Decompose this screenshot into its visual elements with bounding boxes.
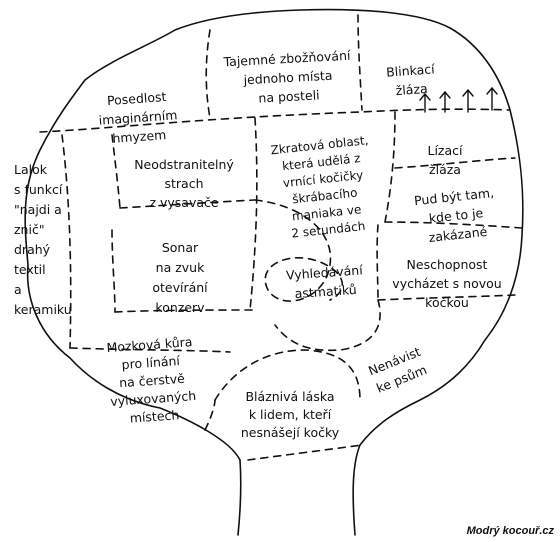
- divider-vacuum-right: [111, 134, 121, 209]
- region-cat-get-along: Neschopnost vycházet s novou kočkou: [384, 236, 510, 331]
- arrow-up-1: [419, 92, 431, 113]
- region-vacuum-fear: Neodstranitelný strach z vysavače: [114, 136, 254, 231]
- region-label: Blinkací žláza: [385, 61, 436, 99]
- region-label: Bláznivá láska k lidem, kteří nesnášejí …: [240, 389, 340, 440]
- region-lick-gland: Lízací žláza: [400, 122, 490, 198]
- divider-love-top: [214, 349, 361, 401]
- divider-forbidden-bottom: [384, 221, 523, 229]
- divider-top-vertical-left: [205, 29, 211, 119]
- region-label: Mozková kůra pro línání na čerstvě vylux…: [106, 334, 197, 426]
- brain-stem: [237, 459, 242, 536]
- region-label: Neschopnost vycházet s novou kočkou: [392, 257, 502, 310]
- region-can-sonar: Sonar na zvuk otevírání konzerv: [120, 218, 240, 338]
- divider-cat-bottom: [377, 294, 516, 301]
- spiral-tail: [274, 299, 381, 352]
- region-label: Lalok s funkcí "najdi a znič" drahý text…: [14, 162, 72, 317]
- region-lobe-yarn: Lalok s funkcí "najdi a znič" drahý text…: [14, 140, 80, 340]
- divider-cat-left: [376, 224, 379, 301]
- brain-outline: [24, 8, 524, 536]
- region-label: Zkratová oblast, která udělá z vrnící ko…: [269, 133, 370, 241]
- divider-vacuum-bottom: [119, 199, 256, 209]
- divider-top-vertical-right: [357, 14, 363, 111]
- region-blink-gland: Blinkací žláza: [363, 39, 458, 121]
- region-shedding-cortex: Mozková kůra pro línání na čerstvě vylux…: [78, 313, 226, 448]
- divider-love-bottom: [247, 444, 363, 461]
- region-crazy-love: Bláznivá láska k lidem, kteří nesnášejí …: [230, 370, 350, 460]
- divider-purr-right: [384, 111, 396, 223]
- divider-left-column: [61, 134, 72, 349]
- arrow-up-2: [439, 90, 451, 113]
- divider-cortex-bottom: [69, 347, 231, 353]
- arrow-up-4: [486, 86, 498, 111]
- divider-love-left: [204, 399, 216, 431]
- region-asthmatic-search: Vyhledávání astmatiků: [267, 240, 382, 323]
- credit-text: Modrý kocouř.cz: [466, 525, 554, 537]
- divider-row1: [39, 108, 511, 133]
- region-label: Lízací žláza: [427, 143, 463, 177]
- region-purr-area: Zkratová oblast, která udělá z vrnící ko…: [247, 113, 400, 263]
- region-label: Vyhledávání astmatiků: [285, 262, 364, 302]
- divider-sonar-left: [111, 229, 116, 313]
- region-label: Tajemné zbožňování jednoho místa na post…: [223, 47, 351, 106]
- divider-sonar-bottom: [114, 309, 256, 313]
- arrow-up-3: [462, 88, 474, 113]
- divider-purr-left: [249, 117, 258, 311]
- divider-lick-bottom: [394, 157, 516, 169]
- spiral: [254, 199, 344, 302]
- region-secret-worship: Tajemné zbožňování jednoho místa na post…: [206, 26, 371, 129]
- region-label: Sonar na zvuk otevírání konzerv: [152, 240, 208, 315]
- region-label: Neodstranitelný strach z vysavače: [134, 157, 234, 210]
- region-label: Nenávist ke psům: [366, 343, 429, 396]
